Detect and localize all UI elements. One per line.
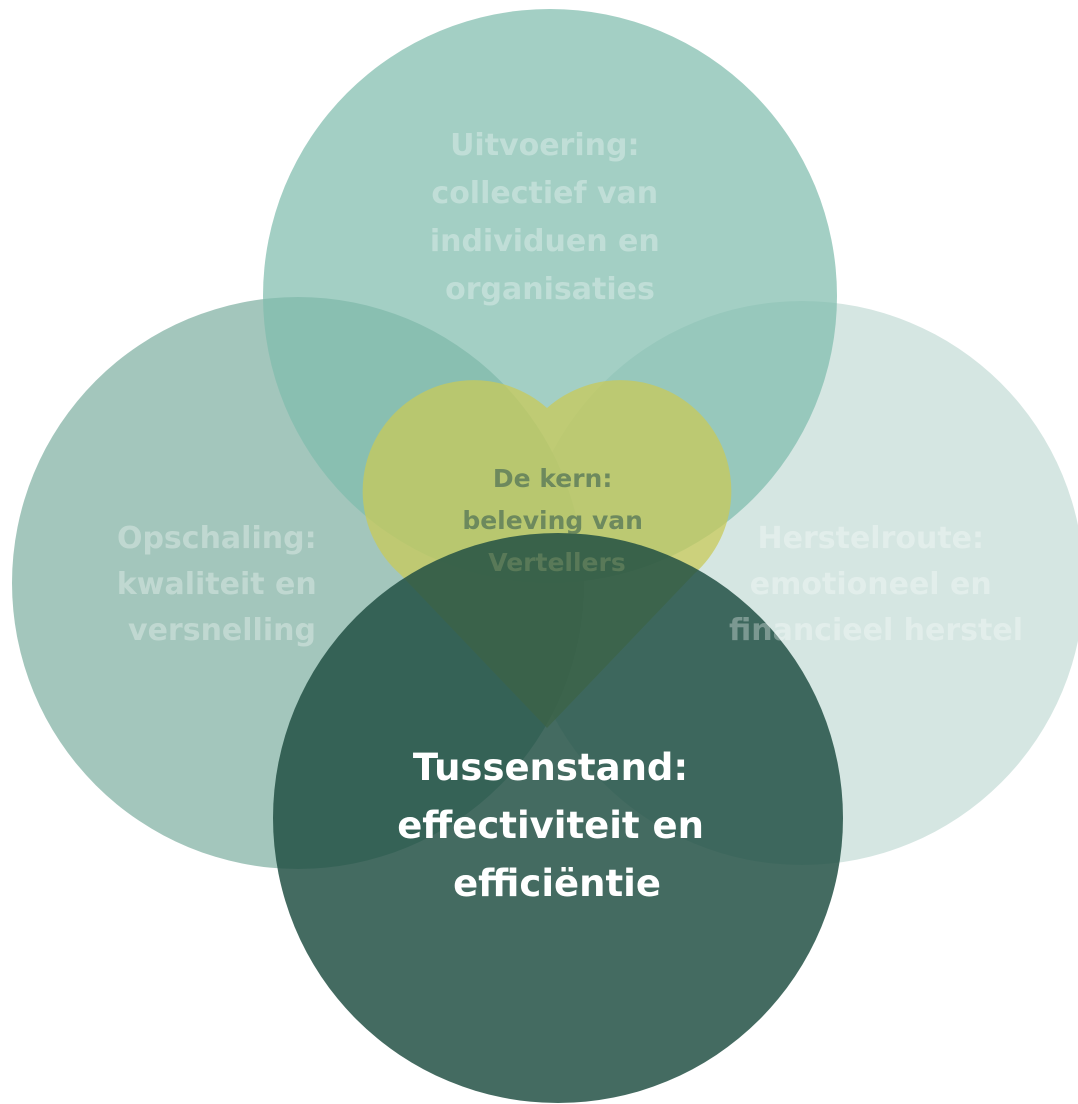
label-core-line-2: beleving van (462, 506, 643, 535)
label-herstelroute-line-1: Herstelroute: (758, 521, 985, 556)
label-tussenstand-line-2: effectiviteit en (397, 804, 704, 847)
circle-tussenstand (273, 533, 843, 1103)
label-opschaling-line-2: kwaliteit en (117, 567, 317, 602)
label-tussenstand: Tussenstand: effectiviteit en efficiënti… (397, 746, 717, 905)
label-herstelroute-line-3: financieel herstel (729, 613, 1023, 648)
label-opschaling-line-1: Opschaling: (117, 521, 317, 556)
label-core-line-3: Vertellers (488, 548, 625, 577)
label-herstelroute-line-2: emotioneel en (750, 567, 992, 602)
label-opschaling-line-3: versnelling (128, 613, 316, 648)
label-uitvoering: Uitvoering: collectief van individuen en… (430, 128, 670, 307)
label-tussenstand-line-1: Tussenstand: (413, 746, 688, 789)
label-uitvoering-line-2: collectief van (431, 176, 658, 211)
label-opschaling: Opschaling: kwaliteit en versnelling (117, 521, 327, 648)
label-core: De kern: beleving van Vertellers (462, 464, 651, 577)
label-herstelroute: Herstelroute: emotioneel en financieel h… (729, 521, 1023, 648)
label-uitvoering-line-1: Uitvoering: (450, 128, 639, 163)
label-tussenstand-line-3: efficiëntie (453, 862, 661, 905)
label-uitvoering-line-3: individuen en (430, 224, 660, 259)
label-core-line-1: De kern: (493, 464, 612, 493)
label-uitvoering-line-4: organisaties (445, 272, 655, 307)
